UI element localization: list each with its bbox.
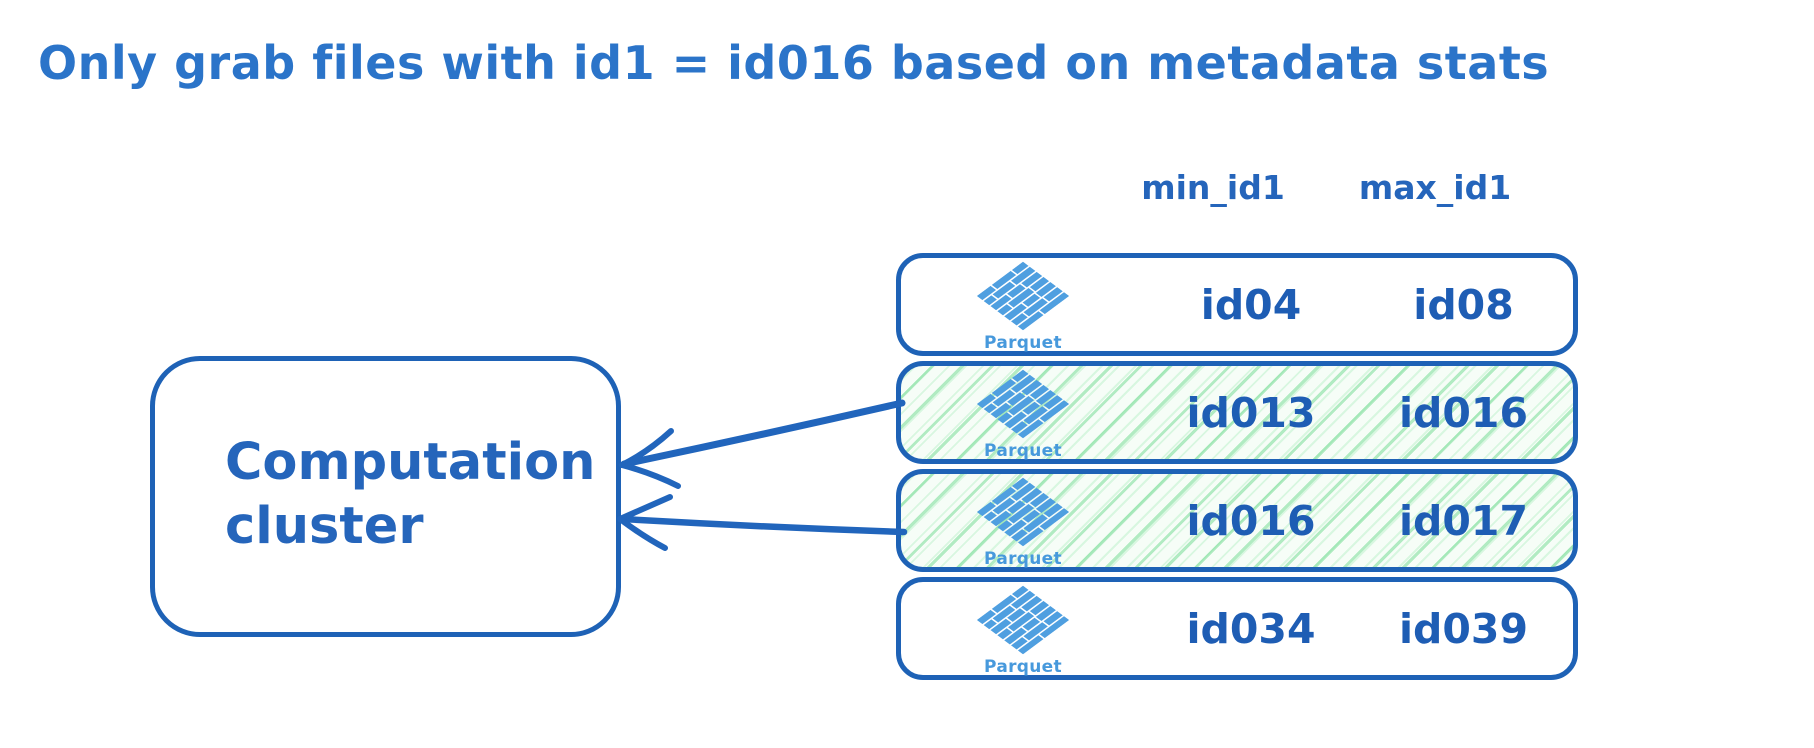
parquet-file-row-selected: Parquet id013 id016	[896, 361, 1578, 464]
parquet-wordmark: Parquet	[984, 441, 1062, 461]
parquet-logo-icon	[973, 261, 1073, 335]
parquet-wordmark: Parquet	[984, 549, 1062, 569]
parquet-file-badge: Parquet	[963, 261, 1083, 353]
max-id1-value: id08	[1413, 280, 1514, 329]
column-header-min-id1: min_id1	[1141, 168, 1285, 207]
min-id1-value: id013	[1186, 388, 1316, 437]
max-id1-value: id039	[1399, 604, 1528, 653]
parquet-wordmark: Parquet	[984, 657, 1062, 677]
computation-cluster-box: Computation cluster	[150, 356, 621, 637]
max-id1-value: id017	[1399, 496, 1528, 545]
parquet-file-row: Parquet id034 id039	[896, 577, 1578, 680]
parquet-file-badge: Parquet	[963, 477, 1083, 569]
parquet-wordmark: Parquet	[984, 333, 1062, 353]
max-id1-value: id016	[1399, 388, 1528, 437]
cluster-label-line1: Computation	[225, 433, 596, 492]
parquet-logo-icon	[973, 585, 1073, 659]
column-header-max-id1: max_id1	[1358, 168, 1512, 207]
cluster-label-line2: cluster	[225, 497, 424, 556]
min-id1-value: id04	[1200, 280, 1302, 329]
parquet-logo-icon	[973, 369, 1073, 443]
arrow-file2-to-cluster	[619, 399, 906, 489]
arrow-file3-to-cluster	[617, 494, 908, 551]
parquet-file-badge: Parquet	[963, 585, 1083, 677]
parquet-file-badge: Parquet	[963, 369, 1083, 461]
parquet-file-row: Parquet id04 id08	[896, 253, 1578, 356]
min-id1-value: id016	[1186, 496, 1316, 545]
parquet-file-row-selected: Parquet id016 id017	[896, 469, 1578, 572]
diagram-title: Only grab files with id1 = id016 based o…	[38, 36, 1550, 90]
min-id1-value: id034	[1186, 604, 1316, 653]
parquet-logo-icon	[973, 477, 1073, 551]
